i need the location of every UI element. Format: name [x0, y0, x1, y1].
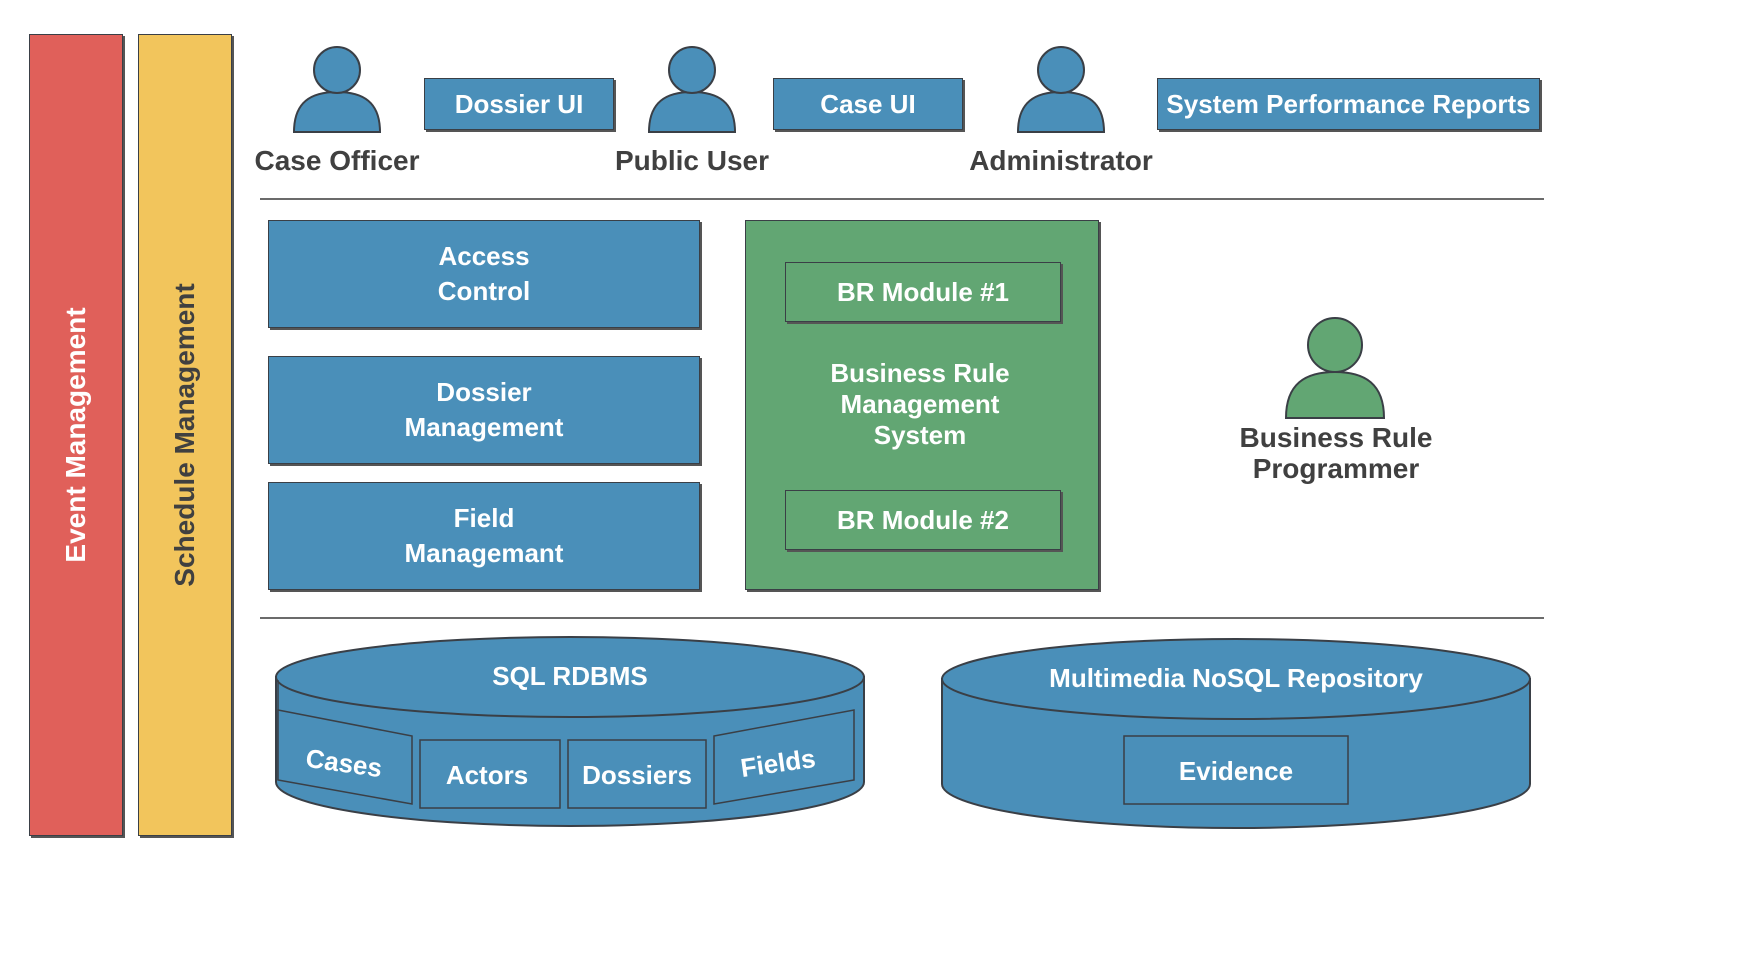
dossier-ui-box: Dossier UI	[424, 78, 614, 130]
br-module-2-box: BR Module #2	[785, 490, 1061, 550]
nosql-title: Multimedia NoSQL Repository	[1049, 663, 1423, 693]
sql-table-fields: Fields	[713, 709, 855, 805]
administrator-label: Administrator	[969, 145, 1153, 176]
table-label: Dossiers	[582, 760, 692, 790]
system-performance-reports-box: System Performance Reports	[1157, 78, 1540, 130]
person-icon	[647, 46, 737, 133]
dossier-management-box: Dossier Management	[268, 356, 700, 464]
schedule-management-label: Schedule Management	[169, 283, 200, 587]
public-user-label: Public User	[614, 145, 770, 176]
table-label: Actors	[446, 760, 528, 790]
brms-title: Business Rule Management System	[830, 357, 1010, 450]
access-control-box: Access Control	[268, 220, 700, 328]
field-management-box: Field Managemant	[268, 482, 700, 590]
sql-rdbms-database: SQL RDBMS Cases Actors Dossiers Fields	[275, 636, 865, 827]
case-ui-box: Case UI	[773, 78, 963, 130]
case-officer-label: Case Officer	[254, 145, 420, 176]
person-icon	[292, 46, 382, 133]
event-management-label: Event Management	[60, 307, 91, 563]
event-management-bar: Event Management	[29, 34, 123, 836]
schedule-management-bar: Schedule Management	[138, 34, 232, 836]
sql-table-actors: Actors	[419, 739, 561, 809]
divider-bottom	[260, 617, 1544, 619]
divider-top	[260, 198, 1544, 200]
sql-table-cases: Cases	[277, 709, 413, 805]
person-icon	[1016, 46, 1106, 133]
person-icon	[1284, 317, 1386, 419]
item-label: Evidence	[1179, 756, 1293, 786]
sql-table-dossiers: Dossiers	[567, 739, 707, 809]
business-rule-programmer-label: Business Rule Programmer	[1239, 422, 1433, 484]
sql-rdbms-title: SQL RDBMS	[492, 661, 648, 691]
nosql-item-evidence: Evidence	[1123, 735, 1349, 805]
br-module-1-box: BR Module #1	[785, 262, 1061, 322]
multimedia-nosql-repository: Multimedia NoSQL Repository Evidence	[941, 638, 1531, 829]
